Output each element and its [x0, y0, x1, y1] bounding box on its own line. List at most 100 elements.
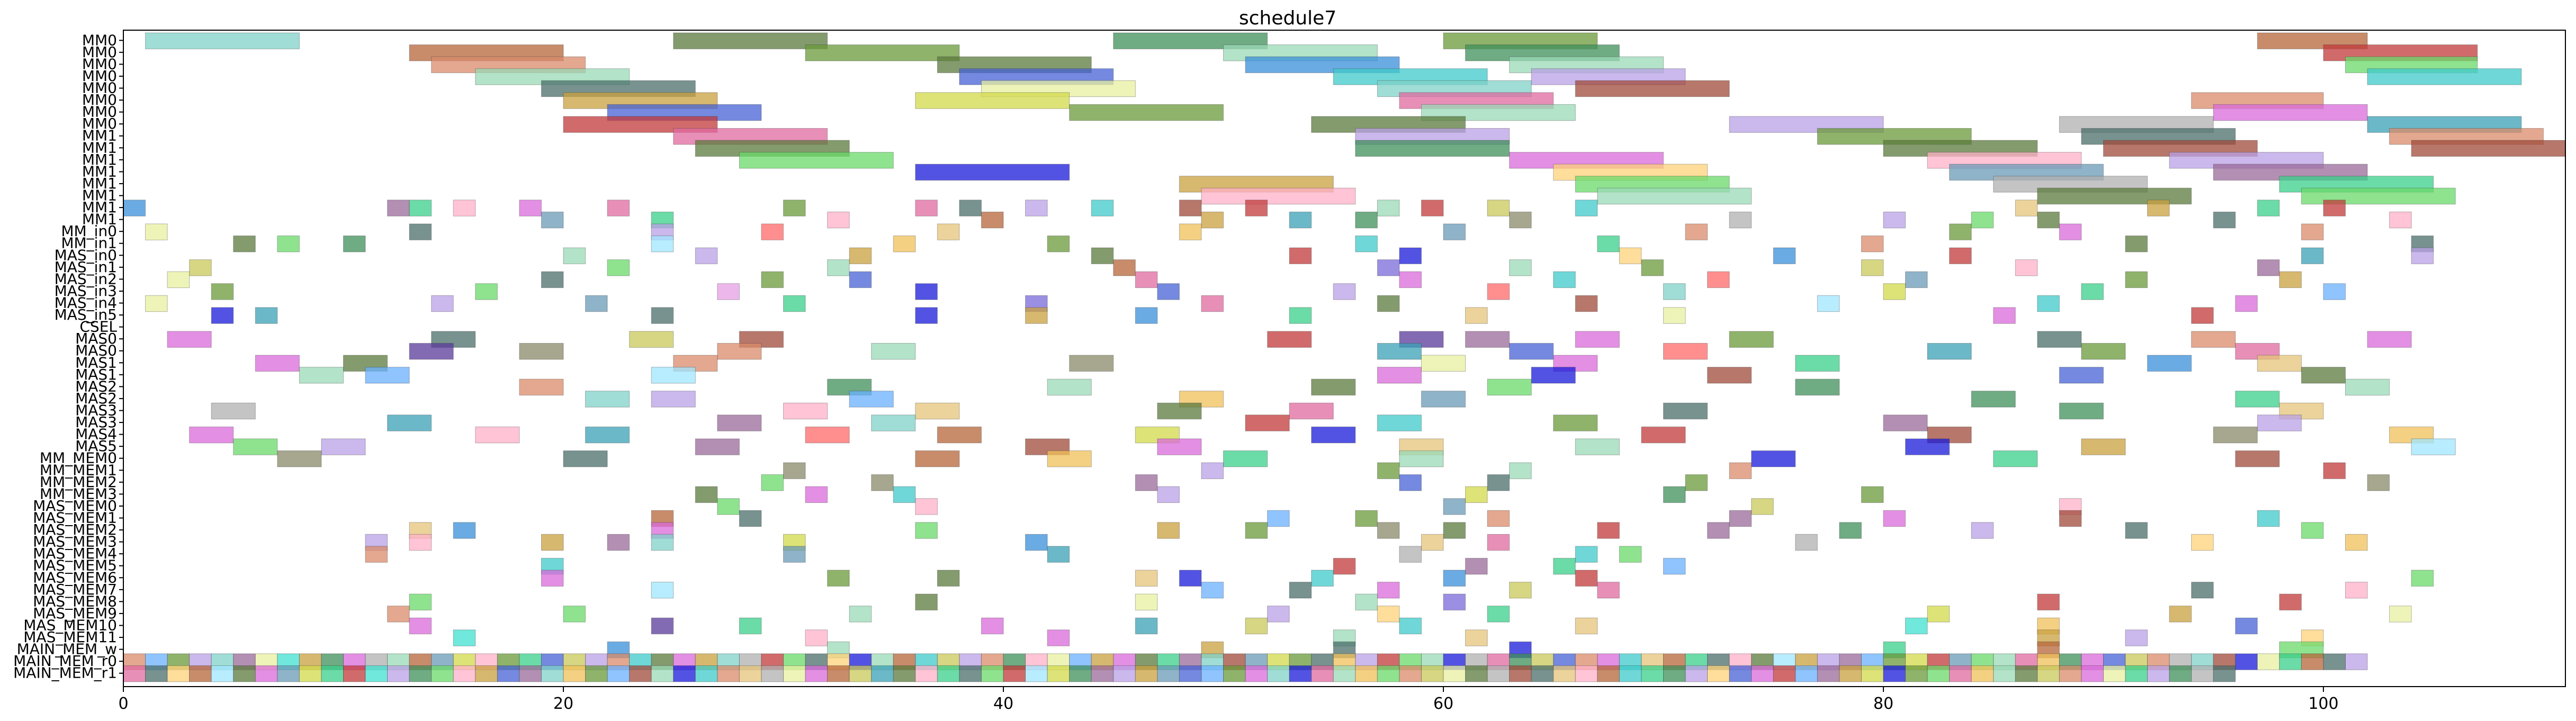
y-tick-label: MM0	[82, 43, 117, 61]
task-bar	[2191, 582, 2214, 599]
task-bar	[453, 200, 476, 217]
task-bar	[365, 665, 388, 682]
task-bar	[783, 200, 806, 217]
task-bar	[277, 665, 300, 682]
task-bar	[2037, 331, 2082, 348]
task-bar	[1927, 665, 1950, 682]
task-bar	[915, 450, 960, 467]
task-bar	[1113, 665, 1136, 682]
task-bar	[2213, 665, 2236, 682]
task-bar	[915, 283, 938, 300]
task-bar	[1663, 283, 1686, 300]
task-bar	[805, 486, 828, 503]
task-bar	[1641, 426, 1686, 444]
task-bar	[937, 223, 960, 240]
task-bar	[1289, 582, 1312, 599]
task-bar	[2169, 665, 2192, 682]
task-bar	[409, 665, 432, 682]
task-bar	[1597, 187, 1752, 205]
y-tick-label: MM1	[82, 151, 117, 168]
task-bar	[1289, 665, 1312, 682]
task-bar	[1487, 378, 1532, 396]
task-bar	[1355, 510, 1378, 527]
task-bar	[387, 665, 410, 682]
task-bar	[1509, 259, 1532, 276]
y-tick-label: MM0	[82, 115, 117, 132]
task-bar	[1377, 665, 1400, 682]
task-bar	[695, 486, 718, 503]
task-bar	[1575, 665, 1598, 682]
task-bar	[2059, 402, 2104, 420]
task-bar	[1377, 200, 1400, 217]
task-bar	[2059, 510, 2082, 527]
task-bar	[2301, 367, 2346, 384]
task-bar	[915, 665, 938, 682]
task-bar	[1509, 582, 1532, 599]
task-bar	[1597, 665, 1620, 682]
x-tick-label: 40	[993, 695, 1013, 713]
task-bar	[497, 665, 520, 682]
task-bar	[651, 307, 674, 324]
task-bar	[893, 235, 916, 253]
task-bar	[409, 534, 432, 551]
task-bar	[1157, 665, 1180, 682]
task-bar	[2125, 665, 2148, 682]
task-bar	[695, 247, 718, 264]
task-bar	[651, 391, 696, 408]
task-bar	[695, 438, 740, 455]
task-bar	[761, 665, 784, 682]
task-bar	[1883, 510, 1906, 527]
task-bar	[2235, 391, 2280, 408]
task-bar	[2081, 283, 2104, 300]
task-bar	[1817, 295, 1840, 312]
task-bar	[1575, 546, 1598, 563]
task-bar	[761, 474, 784, 491]
task-bar	[1025, 200, 1048, 217]
task-bar	[2213, 104, 2368, 121]
task-bar	[519, 665, 542, 682]
y-tick-label: MAS_MEM2	[33, 521, 117, 538]
task-bar	[893, 665, 916, 682]
task-bar	[717, 414, 762, 431]
task-bar	[1047, 450, 1092, 467]
y-tick-label: MAS_MEM9	[33, 605, 117, 622]
task-bar	[673, 665, 696, 682]
task-bar	[2279, 593, 2302, 611]
task-bar	[1553, 414, 1598, 431]
task-bar	[761, 223, 784, 240]
task-bar	[673, 32, 828, 49]
task-bar	[365, 546, 388, 563]
task-bar	[2059, 665, 2082, 682]
task-bar	[1355, 665, 1378, 682]
task-bar	[2191, 307, 2214, 324]
task-bar	[739, 665, 762, 682]
task-bar	[1399, 474, 1422, 491]
task-bar	[167, 665, 190, 682]
task-bar	[1399, 271, 1422, 289]
task-bar	[1905, 438, 1950, 455]
task-bar	[1157, 402, 1202, 420]
task-bar	[1817, 665, 1840, 682]
task-bar	[299, 367, 344, 384]
task-bar	[2367, 68, 2522, 85]
task-bar	[255, 355, 300, 372]
task-bar	[541, 271, 564, 289]
task-bar	[1179, 665, 1202, 682]
task-bar	[1839, 522, 1862, 539]
task-bar	[739, 152, 894, 169]
task-bar	[1487, 665, 1510, 682]
task-bar	[1663, 665, 1686, 682]
task-bar	[1135, 474, 1158, 491]
task-bar	[1729, 211, 1752, 229]
task-bar	[2301, 522, 2324, 539]
task-bar	[629, 331, 674, 348]
task-bar	[1047, 378, 1092, 396]
task-bar	[1993, 665, 2016, 682]
task-bar	[1861, 235, 1884, 253]
y-tick-label: MAS5	[75, 437, 117, 455]
task-bar	[1245, 522, 1268, 539]
task-bar	[145, 223, 168, 240]
task-bar	[1861, 665, 1884, 682]
task-bar	[1663, 343, 1708, 360]
